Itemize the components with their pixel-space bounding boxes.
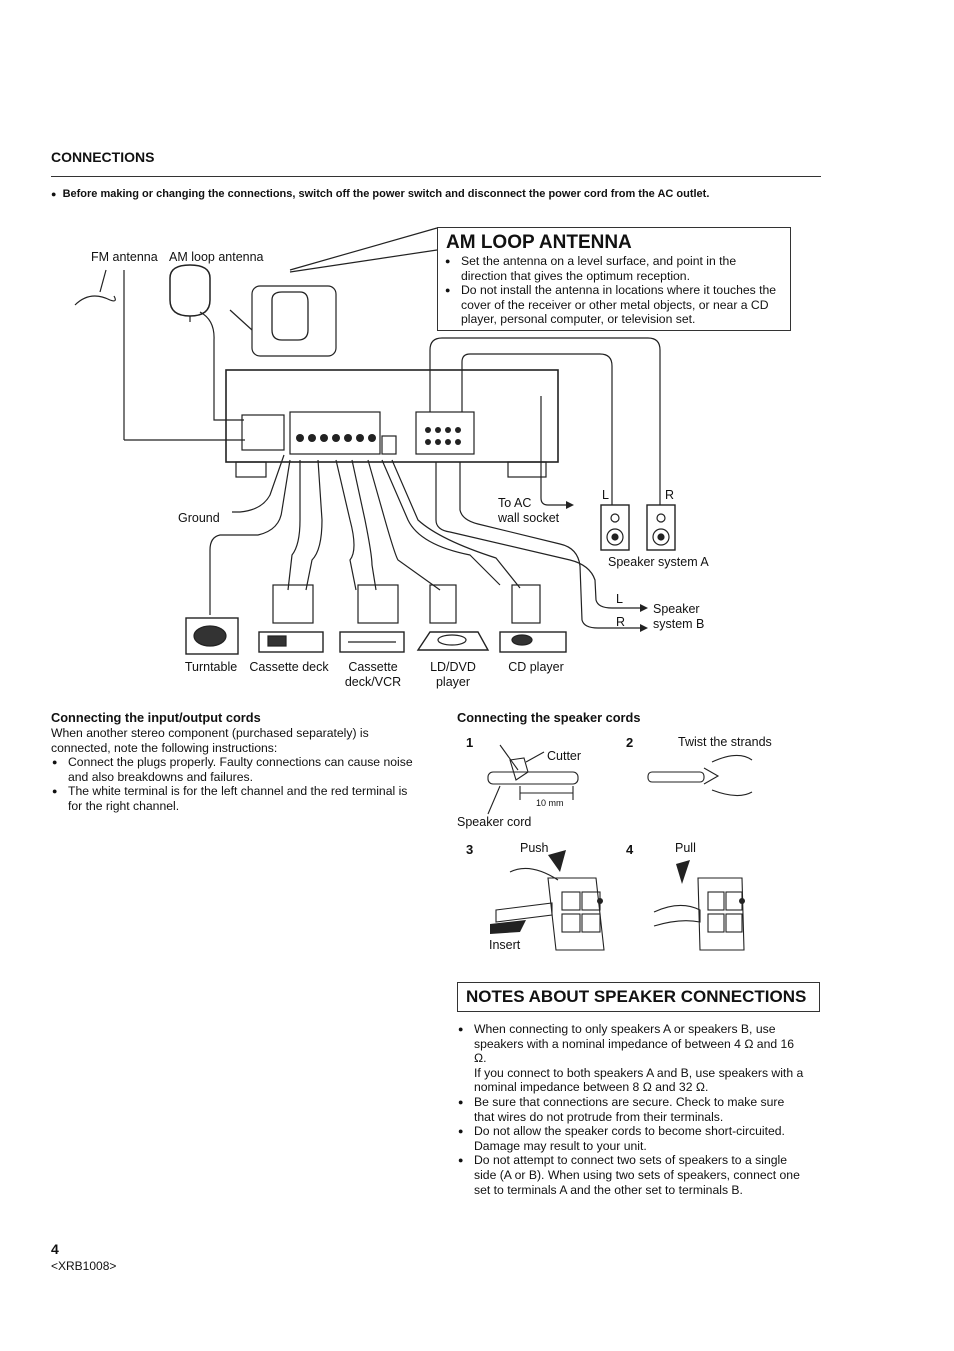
device-label-cassette-vcr: Cassette deck/VCR: [344, 660, 402, 689]
am-loop-antenna-box: AM LOOP ANTENNA Set the antenna on a lev…: [437, 227, 791, 331]
speaker-a-left-label: L: [602, 488, 609, 502]
step-2-twist-label: Twist the strands: [678, 735, 772, 749]
device-label-turntable: Turntable: [184, 660, 238, 674]
section-title: CONNECTIONS: [51, 149, 155, 165]
speaker-system-a-label: Speaker system A: [608, 555, 709, 569]
step-3-insert-label: Insert: [489, 938, 521, 952]
section-divider: [51, 176, 821, 177]
ground-label: Ground: [178, 511, 220, 525]
speaker-b-left-label: L: [616, 592, 623, 606]
am-loop-item: Set the antenna on a level surface, and …: [444, 254, 784, 283]
step-1-speaker-cord-label: Speaker cord: [457, 815, 532, 829]
am-loop-antenna-label: AM loop antenna: [169, 250, 264, 264]
step-2-number: 2: [626, 735, 634, 750]
fm-antenna-label: FM antenna: [91, 250, 158, 264]
notes-title-box: NOTES ABOUT SPEAKER CONNECTIONS: [457, 982, 820, 1012]
page-number: 4: [51, 1241, 59, 1257]
warning-text: Before making or changing the connection…: [62, 188, 710, 200]
warning-note: ● Before making or changing the connecti…: [51, 188, 831, 200]
step-1-number: 1: [466, 735, 474, 750]
am-loop-title: AM LOOP ANTENNA: [446, 232, 632, 253]
speaker-system-b-label-2: system B: [653, 617, 705, 631]
input-output-list: Connect the plugs properly. Faulty conne…: [51, 755, 417, 813]
input-output-section: Connecting the input/output cords When a…: [51, 710, 417, 814]
step-1-measure-label: 10 mm: [536, 798, 564, 808]
speaker-b-right-label: R: [616, 615, 626, 629]
input-output-intro: When another stereo component (purchased…: [51, 726, 369, 755]
bullet-icon: ●: [51, 189, 57, 199]
notes-list: When connecting to only speakers A or sp…: [457, 1022, 807, 1197]
to-ac-label-2: wall socket: [498, 511, 560, 525]
notes-item-continued: If you connect to both speakers A and B,…: [474, 1065, 804, 1095]
notes-item: When connecting to only speakers A or sp…: [457, 1022, 807, 1095]
speaker-cords-heading: Connecting the speaker cords: [457, 710, 641, 725]
to-ac-label-1: To AC: [498, 496, 532, 510]
notes-item: Do not allow the speaker cords to become…: [457, 1124, 807, 1153]
device-label-cassette-deck: Cassette deck: [249, 660, 329, 674]
step-3-number: 3: [466, 842, 474, 857]
speaker-cord-steps-illustration: [487, 744, 753, 951]
input-output-item: Connect the plugs properly. Faulty conne…: [51, 755, 417, 784]
notes-title: NOTES ABOUT SPEAKER CONNECTIONS: [466, 987, 807, 1006]
document-code: <XRB1008>: [51, 1259, 117, 1273]
am-loop-item: Do not install the antenna in locations …: [444, 283, 784, 327]
step-1-cutter-label: Cutter: [547, 749, 582, 763]
connection-diagram: [74, 227, 676, 655]
notes-item: Do not attempt to connect two sets of sp…: [457, 1153, 807, 1197]
step-4-number: 4: [626, 842, 634, 857]
input-output-heading: Connecting the input/output cords: [51, 710, 261, 725]
speaker-system-b-label-1: Speaker: [653, 602, 700, 616]
am-loop-list: Set the antenna on a level surface, and …: [444, 254, 784, 327]
device-label-ld-dvd: LD/DVD player: [430, 660, 476, 689]
input-output-item: The white terminal is for the left chann…: [51, 784, 417, 813]
step-4-pull-label: Pull: [675, 841, 696, 855]
speaker-a-right-label: R: [665, 488, 675, 502]
step-3-push-label: Push: [520, 841, 549, 855]
notes-item: Be sure that connections are secure. Che…: [457, 1095, 807, 1124]
device-label-cd-player: CD player: [508, 660, 564, 674]
